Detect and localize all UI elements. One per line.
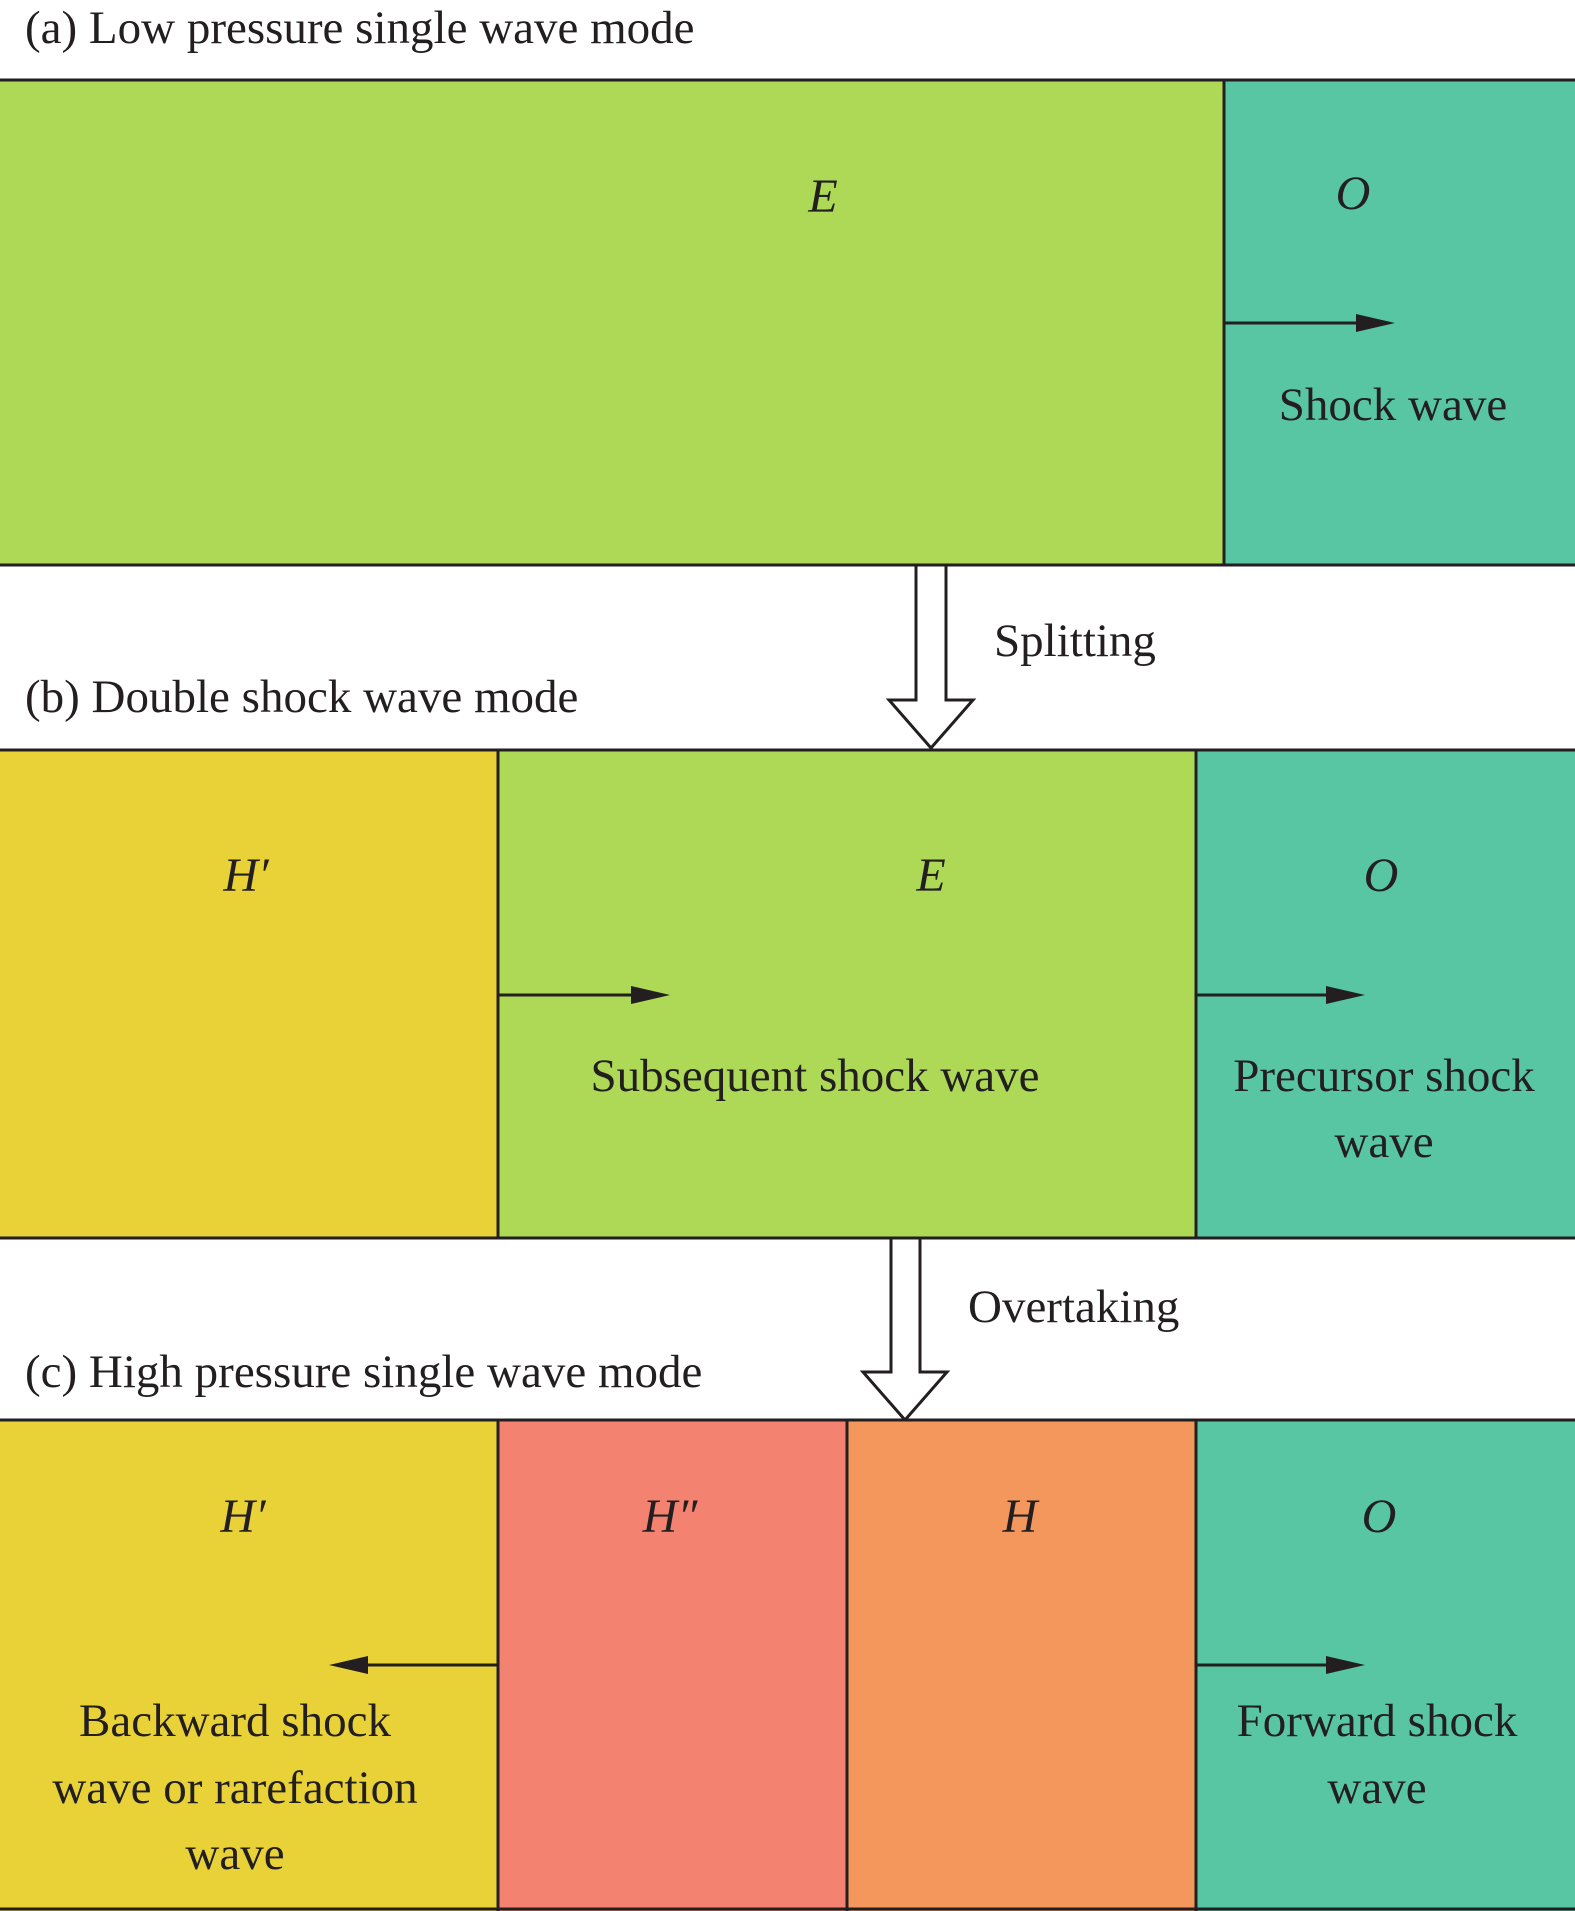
hollow-down-arrow-icon	[859, 1236, 951, 1423]
right-arrow-icon	[498, 986, 670, 1004]
right-arrow-icon	[1224, 314, 1395, 332]
backward-wave-label-line2: wave or rarefaction	[52, 1762, 417, 1814]
region-a-E	[0, 80, 1224, 565]
region-b-E-label: E	[915, 849, 945, 902]
region-c-H-double-prime	[498, 1420, 847, 1911]
forward-shock-wave-label-line1: Forward shock	[1237, 1695, 1518, 1747]
splitting-label: Splitting	[994, 615, 1156, 667]
backward-wave-label-line3: wave	[185, 1828, 284, 1880]
left-arrow-icon	[329, 1656, 498, 1674]
panel-b-title: (b) Double shock wave mode	[25, 671, 578, 723]
overtaking-transition: Overtaking	[859, 1236, 1179, 1423]
region-c-O-label: O	[1362, 1490, 1397, 1543]
region-a-O-label: O	[1336, 167, 1371, 220]
region-a-E-label: E	[807, 170, 837, 223]
splitting-transition: Splitting	[885, 563, 1156, 751]
region-c-H-label: H	[1002, 1490, 1040, 1543]
panel-b: (b) Double shock wave mode H′ E O Subseq…	[0, 671, 1575, 1240]
region-c-H	[847, 1420, 1196, 1911]
panel-a: (a) Low pressure single wave mode E O Sh…	[0, 2, 1575, 567]
panel-c-title: (c) High pressure single wave mode	[25, 1346, 702, 1398]
overtaking-label: Overtaking	[968, 1281, 1179, 1333]
forward-shock-wave-label-line2: wave	[1327, 1762, 1426, 1814]
region-c-H-prime-label: H′	[219, 1490, 267, 1543]
right-arrow-icon	[1196, 986, 1365, 1004]
precursor-shock-wave-label-line1: Precursor shock	[1233, 1050, 1535, 1102]
hollow-down-arrow-icon	[885, 563, 977, 751]
region-c-H-double-prime-label: H″	[642, 1490, 699, 1543]
region-b-H-prime-label: H′	[222, 849, 270, 902]
panel-a-title: (a) Low pressure single wave mode	[25, 2, 695, 54]
region-b-O-label: O	[1364, 849, 1399, 902]
region-b-H-prime	[0, 750, 498, 1238]
shock-wave-label: Shock wave	[1279, 379, 1507, 431]
backward-wave-label-line1: Backward shock	[79, 1695, 391, 1747]
right-arrow-icon	[1196, 1656, 1365, 1674]
subsequent-shock-wave-label: Subsequent shock wave	[590, 1050, 1039, 1102]
panel-c: (c) High pressure single wave mode H′ H″…	[0, 1346, 1575, 1911]
precursor-shock-wave-label-line2: wave	[1334, 1116, 1433, 1168]
